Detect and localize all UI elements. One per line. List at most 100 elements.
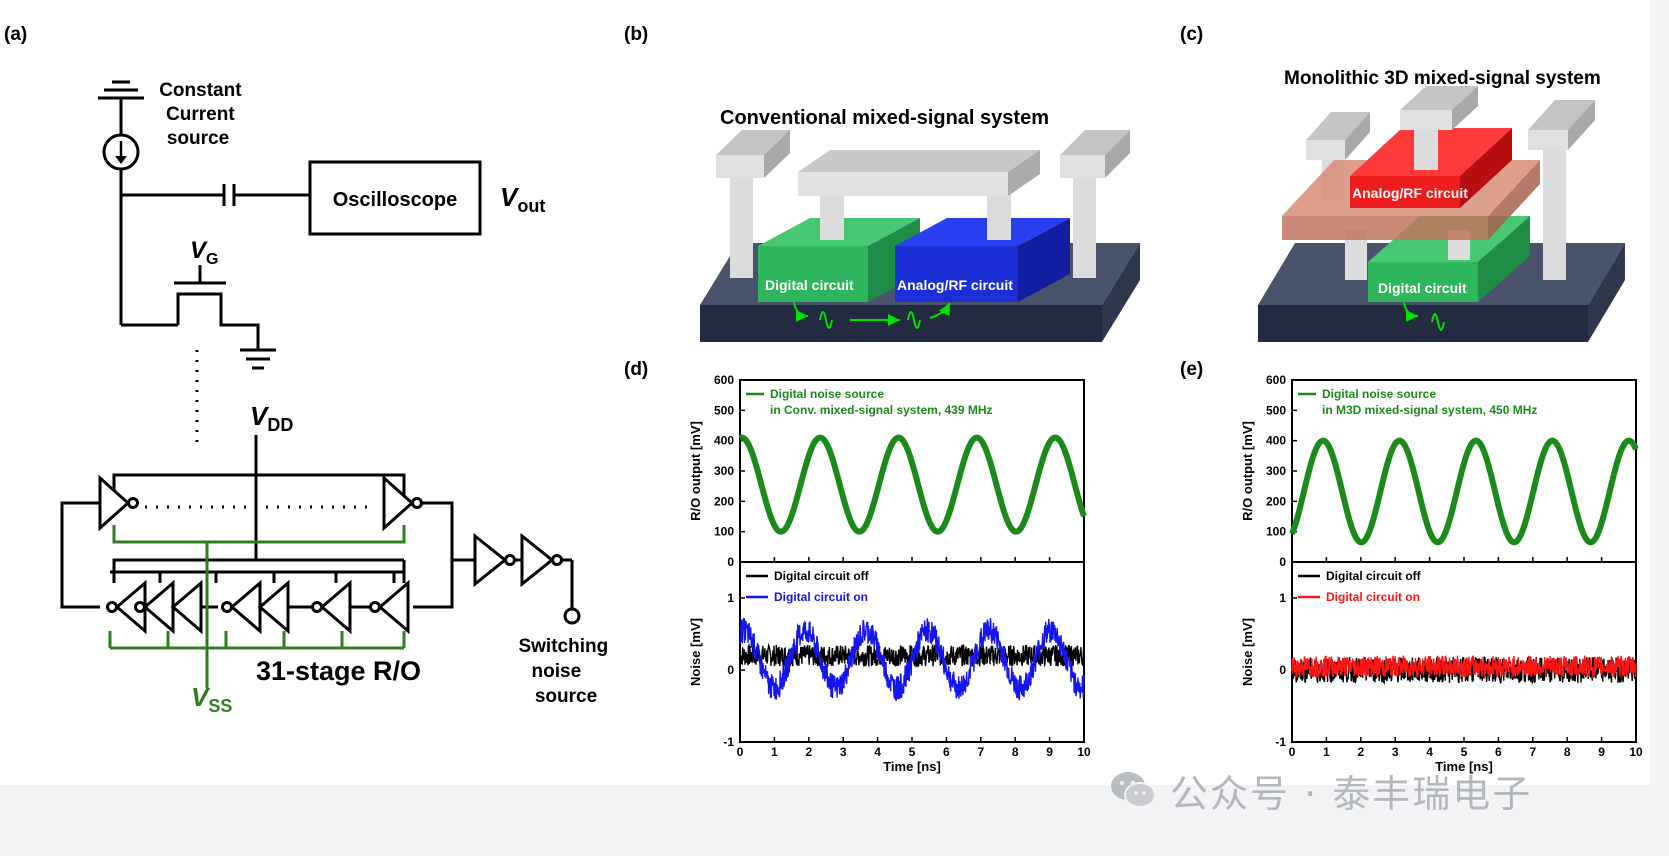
digital-block-b [758, 205, 920, 302]
panel-b: (b) Conventional mixed-signal system [624, 24, 1140, 342]
output-buffers [473, 532, 581, 625]
d-top-ytick-label: 600 [714, 373, 734, 387]
analog-block-label-c: Analog/RF circuit [1352, 185, 1468, 201]
d-bottom-xtick-label: 7 [977, 745, 984, 759]
circuit-wires [119, 169, 310, 370]
e-bottom-xlabel: Time [ns] [1435, 759, 1493, 774]
d-bottom-xtick-label: 6 [943, 745, 950, 759]
constant-current-label: Constant Current source [159, 80, 247, 149]
d-bottom-xtick-label: 4 [874, 745, 881, 759]
e-bottom-xtick-label: 9 [1598, 745, 1605, 759]
bottom-inverters [106, 579, 410, 635]
d-bottom-xtick-label: 1 [771, 745, 778, 759]
panel-d-label: (d) [624, 359, 648, 380]
e-bottom-xtick-label: 0 [1289, 745, 1296, 759]
d-top-legend-text: Digital noise source [770, 387, 884, 401]
panel-a: (a) Constant Current source [4, 24, 613, 716]
switching-noise-label: Switching noise source [518, 636, 613, 707]
d-bottom-ylabel: Noise [mV] [688, 618, 703, 686]
d-bottom-ytick-label: 0 [727, 663, 734, 677]
e-bottom-xtick-label: 5 [1461, 745, 1468, 759]
ground-symbol-top [98, 80, 144, 135]
figure: (a) Constant Current source [0, 0, 1650, 785]
d-bottom-xtick-label: 10 [1077, 745, 1091, 759]
vss-rail-bottom [108, 542, 406, 688]
e-bottom-xtick-label: 3 [1392, 745, 1399, 759]
d-bottom-legend-text: Digital circuit on [774, 590, 868, 604]
d-bottom-xlabel: Time [ns] [883, 759, 941, 774]
e-bottom-xtick-label: 10 [1629, 745, 1643, 759]
vg-label: VG [190, 237, 218, 268]
e-top-legend-text: Digital noise source [1322, 387, 1436, 401]
ro-stage-label: 31-stage R/O [256, 656, 421, 686]
digital-block-label-b: Digital circuit [765, 277, 854, 293]
panel-c: (c) Monolithic 3D mixed-signal system [1180, 24, 1625, 342]
e-top-series-line [1289, 437, 1639, 546]
analog-block-label-b: Analog/RF circuit [897, 277, 1013, 293]
e-bottom-xtick-label: 8 [1564, 745, 1571, 759]
watermark-text: 公众号 · 泰丰瑞电子 [1170, 771, 1533, 816]
panel-c-label: (c) [1180, 24, 1203, 45]
current-source-symbol [102, 133, 140, 171]
digital-block-label-c: Digital circuit [1378, 280, 1467, 296]
pillars-b [716, 130, 1130, 278]
d-bottom-legend-text: Digital circuit off [774, 569, 870, 583]
d-bottom-xtick-label: 0 [737, 745, 744, 759]
watermark: 公众号 · 泰丰瑞电子 [1110, 765, 1533, 816]
d-bottom-xtick-label: 8 [1012, 745, 1019, 759]
top-inverters [98, 474, 423, 532]
e-bottom-xtick-label: 6 [1495, 745, 1502, 759]
e-bottom-ytick-label: -1 [1275, 735, 1286, 749]
e-bottom-series-line [1291, 655, 1637, 679]
d-bottom-ytick-label: -1 [723, 735, 734, 749]
d-bottom-series-line [739, 617, 1085, 701]
ring-oscillator-wires [60, 435, 574, 610]
noise-coupling-arrows-c [1403, 301, 1445, 331]
d-bottom-xtick-label: 2 [805, 745, 812, 759]
d-top-series-line [737, 434, 1087, 535]
d-top-ytick-label: 0 [727, 555, 734, 569]
analog-block-c [1350, 86, 1512, 208]
panel-a-label: (a) [4, 24, 27, 45]
panel-b-title: Conventional mixed-signal system [720, 107, 1049, 129]
oscilloscope-box [308, 160, 482, 236]
e-top-ytick-label: 600 [1266, 373, 1286, 387]
d-top-ytick-label: 200 [714, 494, 734, 508]
d-top-legend-text-2: in Conv. mixed-signal system, 439 MHz [770, 403, 993, 417]
wechat-icon [1111, 772, 1156, 808]
d-bottom-ytick-label: 1 [727, 591, 734, 605]
d-bottom-xtick-label: 5 [909, 745, 916, 759]
d-bottom-xtick-label: 9 [1046, 745, 1053, 759]
vdd-label: VDD [250, 401, 293, 435]
e-bottom-legend-text: Digital circuit on [1326, 590, 1420, 604]
e-bottom-legend-text: Digital circuit off [1326, 569, 1422, 583]
e-bottom-ytick-label: 1 [1279, 591, 1286, 605]
interconnect-bridge-b [798, 150, 1040, 242]
e-top-ytick-label: 400 [1266, 434, 1286, 448]
e-bottom-xtick-label: 4 [1426, 745, 1433, 759]
analog-block-b [895, 205, 1070, 302]
e-bottom-frame [1291, 561, 1637, 743]
oscilloscope-label: Oscilloscope [333, 189, 458, 211]
e-top-legend-text-2: in M3D mixed-signal system, 450 MHz [1322, 403, 1537, 417]
d-top-ylabel: R/O output [mV] [688, 421, 703, 521]
d-top-ytick-label: 400 [714, 434, 734, 448]
noise-coupling-arrows-b [793, 301, 951, 329]
e-top-ytick-label: 100 [1266, 525, 1286, 539]
e-bottom-xtick-label: 1 [1323, 745, 1330, 759]
e-top-ytick-label: 500 [1266, 403, 1286, 417]
e-top-ytick-label: 200 [1266, 494, 1286, 508]
vout-label: Vout [500, 182, 545, 216]
e-top-ylabel: R/O output [mV] [1240, 421, 1255, 521]
figure-svg: (a) Constant Current source [4, 24, 1643, 774]
e-bottom-ytick-label: 0 [1279, 663, 1286, 677]
d-bottom-xtick-label: 3 [840, 745, 847, 759]
d-top-ytick-label: 500 [714, 403, 734, 417]
d-top-ytick-label: 100 [714, 525, 734, 539]
pillars-c [1306, 100, 1595, 280]
panel-e-label: (e) [1180, 359, 1203, 380]
vss-rail-top [112, 525, 406, 544]
vss-label: VSS [191, 682, 232, 716]
bottom-inverter-links [110, 570, 404, 609]
